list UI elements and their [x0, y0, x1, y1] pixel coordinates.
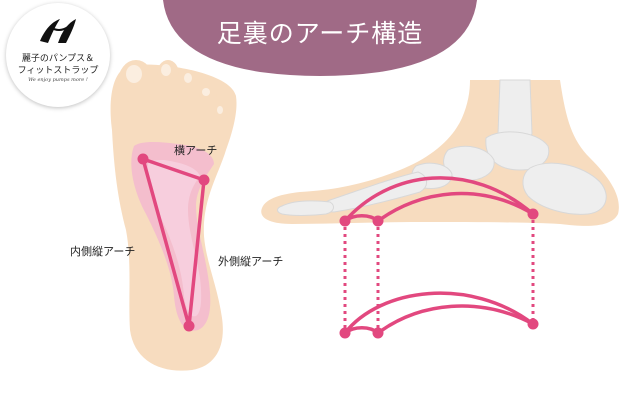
label-transverse-arch: 横アーチ [174, 144, 218, 157]
toe-4 [199, 85, 217, 107]
arch-triangle [141, 157, 206, 328]
calcaneus-bone [522, 162, 607, 215]
upper-arch-lateral [376, 191, 534, 223]
upper-point-1 [339, 215, 351, 227]
foot-sole [110, 60, 237, 371]
lower-arch-medial [343, 291, 535, 335]
logo-tagline: We enjoy pumps more ! [28, 77, 88, 83]
toe-highlight-4 [202, 88, 210, 96]
toe-phalanx-bone [277, 200, 334, 216]
arch-point-little-toe [198, 174, 210, 186]
lower-arch-lateral [376, 304, 534, 335]
label-lateral-arch: 外側縦アーチ [218, 255, 284, 268]
logo-line-2: フィットストラップ [17, 66, 99, 76]
label-medial-arch: 内側縦アーチ [70, 245, 136, 258]
arch-point-heel [183, 320, 195, 332]
upper-point-2 [372, 215, 384, 227]
toe-highlight-5 [217, 106, 223, 114]
arch-point-big-toe [137, 153, 149, 165]
upper-point-3 [527, 208, 539, 220]
logo-line-1: 麗子のパンプス＆ [21, 54, 95, 64]
brand-logo: 麗子のパンプス＆ フィットストラップ We enjoy pumps more ! [6, 3, 110, 107]
page-title: 足裏のアーチ構造 [216, 19, 424, 48]
talus-bone [485, 131, 550, 171]
toe-highlight-3 [184, 73, 192, 83]
foot-side-view [261, 79, 619, 339]
title-banner [163, 0, 477, 76]
tibia-bone [497, 79, 533, 141]
arch-zone-inner [147, 160, 202, 317]
lower-point-3 [527, 318, 539, 330]
toe-5 [214, 104, 230, 124]
pumps-logo-icon [40, 19, 76, 43]
toe-highlight-1 [126, 65, 142, 83]
lower-point-2 [372, 327, 384, 339]
upper-arch-medial [343, 176, 535, 223]
toe-highlight-2 [161, 64, 171, 76]
lower-point-1 [339, 327, 351, 339]
